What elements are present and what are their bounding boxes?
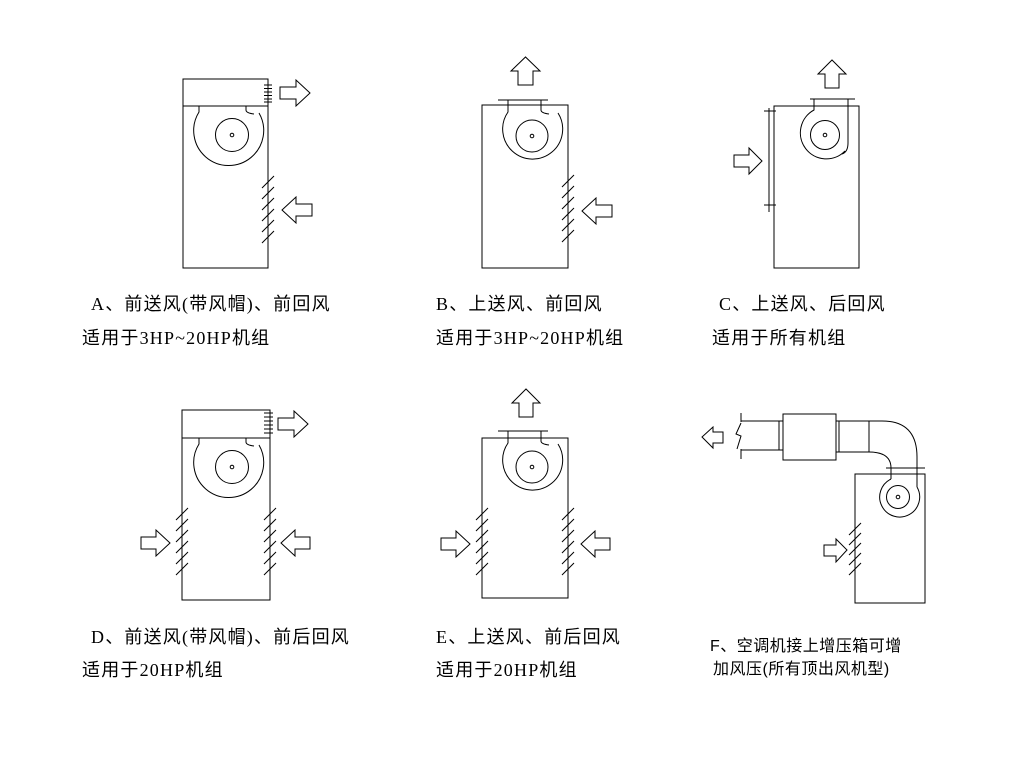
diagram-a xyxy=(182,78,313,269)
return-arrow-left-icon xyxy=(581,196,613,226)
label-c-line1: C、上送风、后回风 xyxy=(719,294,886,314)
diagram-f xyxy=(701,413,926,604)
return-grille-hatch xyxy=(561,174,575,243)
unit-body xyxy=(481,104,569,269)
label-c-line2: 适用于所有机组 xyxy=(712,328,847,348)
supply-grille-hatch xyxy=(264,412,273,434)
rear-return-panel xyxy=(764,108,776,212)
label-d-line2: 适用于20HP机组 xyxy=(82,660,224,680)
fan-icon xyxy=(879,468,921,518)
supply-arrow-up-icon xyxy=(510,388,542,418)
unit-body xyxy=(854,473,926,604)
duct-break-symbol xyxy=(735,422,742,450)
label-a-line2: 适用于3HP~20HP机组 xyxy=(82,328,271,348)
fan-icon xyxy=(193,106,265,167)
return-arrow-right-icon xyxy=(733,146,763,176)
fan-icon xyxy=(502,431,564,491)
label-a-line1: A、前送风(带风帽)、前回风 xyxy=(91,294,331,314)
return-arrow-left-icon xyxy=(580,529,611,559)
supply-arrow-right-icon xyxy=(279,78,311,108)
label-e-line2: 适用于20HP机组 xyxy=(436,660,578,680)
label-f-line2: 加风压(所有顶出风机型) xyxy=(713,661,890,678)
return-arrow-right-icon xyxy=(140,528,171,558)
return-arrow-right-icon xyxy=(823,537,848,564)
return-arrow-left-icon xyxy=(280,528,311,558)
supply-arrow-left-icon xyxy=(701,425,724,450)
return-grille-hatch xyxy=(261,175,275,244)
outlet-duct xyxy=(735,413,783,459)
supply-arrow-right-icon xyxy=(277,409,309,439)
supply-grille-hatch xyxy=(264,84,272,103)
diagram-d xyxy=(140,409,311,601)
label-d-line1: D、前送风(带风帽)、前后回风 xyxy=(91,627,350,647)
elbow-duct xyxy=(836,420,925,487)
fan-icon xyxy=(799,99,849,160)
return-grille-hatch-right xyxy=(561,507,575,576)
fan-icon xyxy=(193,438,265,499)
label-e-line1: E、上送风、前后回风 xyxy=(436,627,621,647)
label-b-line1: B、上送风、前回风 xyxy=(436,294,603,314)
diagram-e xyxy=(440,388,611,599)
unit-body xyxy=(182,78,269,269)
return-grille-hatch-left xyxy=(475,507,489,576)
return-grille-hatch xyxy=(848,522,862,576)
supply-arrow-up-icon xyxy=(816,59,848,89)
diagram-c xyxy=(733,59,860,269)
supply-arrow-up-icon xyxy=(509,56,542,86)
diagram-b xyxy=(481,56,613,269)
return-arrow-right-icon xyxy=(440,529,471,559)
unit-body xyxy=(181,409,271,601)
label-b-line2: 适用于3HP~20HP机组 xyxy=(436,328,625,348)
fan-icon xyxy=(502,100,564,160)
unit-body xyxy=(481,437,569,599)
booster-box xyxy=(782,413,837,461)
return-grille-hatch-right xyxy=(263,507,277,576)
unit-body xyxy=(773,105,860,269)
return-grille-hatch-left xyxy=(175,507,189,576)
return-arrow-left-icon xyxy=(281,195,313,225)
label-f-line1: F、空调机接上增压箱可增 xyxy=(710,638,902,655)
